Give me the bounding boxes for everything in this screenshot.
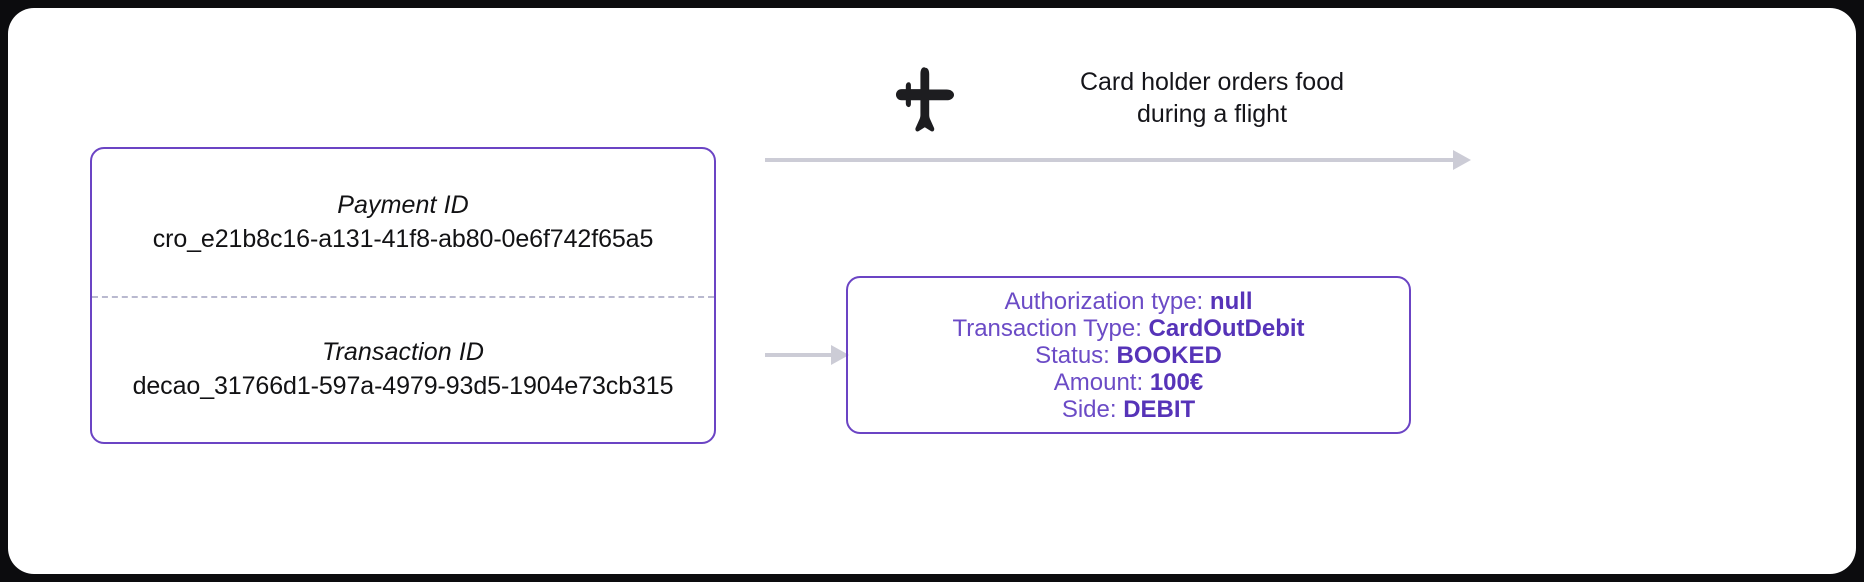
detail-row: Transaction Type: CardOutDebit — [952, 315, 1304, 342]
payment-id-value: cro_e21b8c16-a131-41f8-ab80-0e6f742f65a5 — [152, 225, 654, 254]
connector-arrow-shaft — [765, 353, 833, 357]
transaction-detail-box: Authorization type: null Transaction Typ… — [846, 276, 1411, 434]
flight-caption-line-1: Card holder orders food — [1079, 68, 1345, 96]
section-divider — [92, 295, 714, 298]
detail-label: Transaction Type: — [952, 314, 1142, 342]
airplane-icon — [888, 62, 964, 138]
flight-caption: Card holder orders food during a flight — [1012, 66, 1412, 130]
payment-id-label: Payment ID — [337, 191, 469, 220]
transaction-id-section: Transaction ID decao_31766d1-597a-4979-9… — [92, 296, 714, 443]
payment-id-section: Payment ID cro_e21b8c16-a131-41f8-ab80-0… — [92, 149, 714, 296]
detail-label: Side: — [1061, 395, 1117, 423]
detail-row: Authorization type: null — [1004, 288, 1252, 315]
diagram-card: Payment ID cro_e21b8c16-a131-41f8-ab80-0… — [8, 8, 1856, 574]
transaction-id-value: decao_31766d1-597a-4979-93d5-1904e73cb31… — [132, 371, 674, 400]
detail-row: Status: BOOKED — [1035, 342, 1222, 369]
detail-value: CardOutDebit — [1148, 314, 1305, 342]
detail-row: Amount: 100€ — [1054, 369, 1203, 396]
connector-arrow-head — [831, 345, 849, 365]
connector-arrow — [765, 345, 849, 365]
timeline-arrow-head — [1453, 150, 1471, 170]
transaction-id-label: Transaction ID — [321, 337, 485, 366]
detail-label: Authorization type: — [1004, 287, 1204, 315]
detail-value: BOOKED — [1116, 341, 1222, 369]
detail-label: Status: — [1035, 341, 1110, 369]
detail-row: Side: DEBIT — [1062, 396, 1195, 423]
timeline-arrow — [765, 150, 1471, 170]
flight-event: Card holder orders food during a flight — [888, 60, 1448, 138]
detail-label: Amount: — [1053, 368, 1144, 396]
flight-caption-line-2: during a flight — [1136, 100, 1288, 128]
timeline-arrow-shaft — [765, 158, 1455, 162]
identifier-box: Payment ID cro_e21b8c16-a131-41f8-ab80-0… — [90, 147, 716, 444]
detail-value: DEBIT — [1123, 395, 1196, 423]
detail-value: 100€ — [1149, 368, 1204, 396]
detail-value: null — [1209, 287, 1253, 315]
